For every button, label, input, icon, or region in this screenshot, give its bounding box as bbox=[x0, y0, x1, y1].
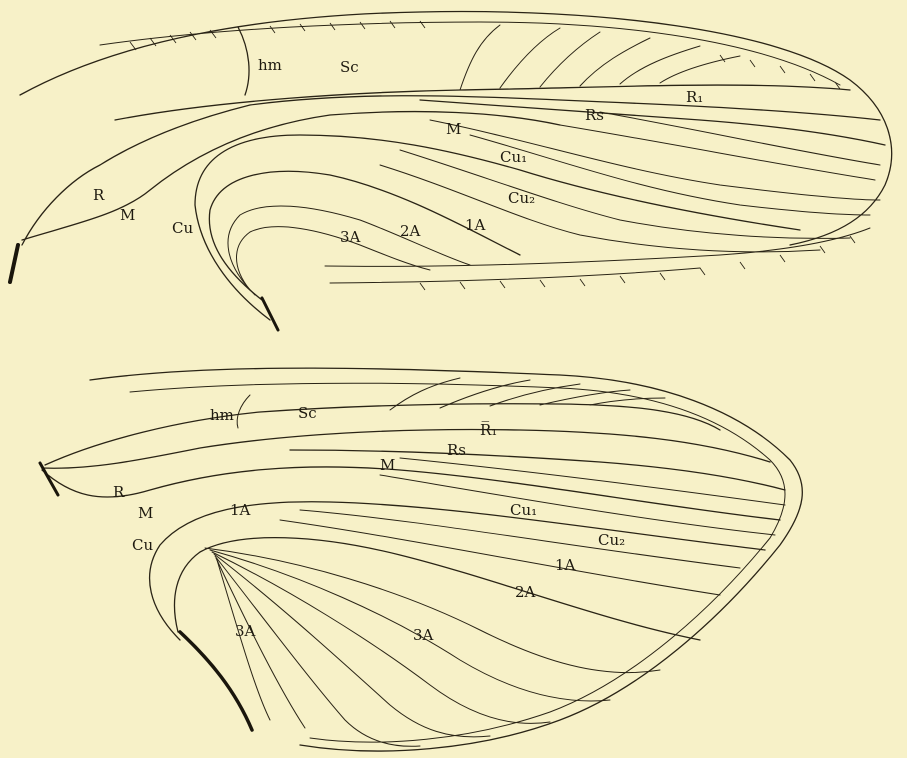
label-r1: R₁ bbox=[686, 88, 703, 106]
upper-wing-hind-margin-inner bbox=[330, 268, 700, 283]
label-3a-left: 3A bbox=[235, 622, 256, 640]
label-r1: R̅₁ bbox=[480, 420, 497, 439]
lower-wing: hm Sc R̅₁ Rs M R M Cu 1A Cu₁ Cu₂ 1A 2A 3… bbox=[40, 368, 802, 751]
upper-wing-costal-hatching bbox=[130, 21, 840, 89]
lower-wing-hm-crossvein bbox=[237, 395, 250, 428]
lower-wing-anal-fan bbox=[210, 550, 610, 701]
upper-wing-cu-vein bbox=[195, 135, 800, 320]
lower-wing-sc-branch bbox=[540, 390, 630, 405]
label-cu: Cu bbox=[172, 219, 193, 237]
upper-wing-sc-branch bbox=[460, 25, 500, 90]
upper-wing-sc-branch bbox=[620, 46, 700, 84]
lower-wing-axillary bbox=[180, 632, 252, 730]
label-1a-base: 1A bbox=[230, 501, 251, 519]
label-rs: Rs bbox=[447, 441, 466, 459]
label-r: R bbox=[113, 483, 125, 501]
label-m-base: M bbox=[138, 504, 153, 522]
upper-wing-sc-branch bbox=[500, 28, 560, 88]
label-sc: Sc bbox=[340, 58, 359, 76]
lower-wing-anal-fan bbox=[214, 554, 490, 737]
label-rs: Rs bbox=[585, 106, 604, 124]
upper-wing-sc-branch bbox=[660, 56, 740, 83]
upper-wing-cu-branch bbox=[380, 165, 820, 252]
lower-wing-costal-margin bbox=[90, 368, 802, 751]
lower-wing-anal-fan bbox=[205, 548, 660, 673]
label-2a: 2A bbox=[400, 222, 421, 240]
upper-wing-base bbox=[10, 245, 18, 282]
upper-wing-rs-vein bbox=[420, 100, 885, 145]
label-sc: Sc bbox=[298, 404, 317, 422]
lower-wing-anal-fan bbox=[212, 552, 550, 723]
lower-wing-anal-fan bbox=[216, 558, 305, 728]
lower-wing-anal-fan bbox=[217, 560, 270, 720]
upper-wing-hm-crossvein bbox=[238, 27, 249, 95]
lower-wing-r-vein bbox=[42, 430, 770, 469]
label-m: M bbox=[446, 120, 461, 138]
label-m-base: M bbox=[120, 206, 135, 224]
upper-wing-sc-branch bbox=[540, 32, 600, 87]
label-3a-mid: 3A bbox=[413, 626, 434, 644]
label-3a: 3A bbox=[340, 228, 361, 246]
label-hm: hm bbox=[258, 56, 282, 74]
label-1a: 1A bbox=[555, 556, 576, 574]
label-cu2: Cu₂ bbox=[508, 189, 535, 207]
upper-wing-axillary bbox=[262, 298, 278, 330]
label-m: M bbox=[380, 456, 395, 474]
label-cu: Cu bbox=[132, 536, 153, 554]
label-r: R bbox=[93, 186, 105, 204]
lower-wing-rs-vein bbox=[290, 450, 785, 490]
upper-wing: hm Sc R₁ Rs M Cu₁ Cu₂ R M Cu 3A 2A 1A bbox=[10, 12, 892, 330]
lower-wing-rs-branch bbox=[400, 458, 785, 505]
label-1a: 1A bbox=[465, 216, 486, 234]
upper-wing-sc-vein bbox=[115, 85, 850, 120]
upper-wing-sc-branch bbox=[580, 38, 650, 86]
upper-wing-rs-branch bbox=[560, 125, 875, 180]
label-cu2: Cu₂ bbox=[598, 531, 625, 549]
label-2a: 2A bbox=[515, 583, 536, 601]
label-hm: hm bbox=[210, 406, 234, 424]
label-cu1: Cu₁ bbox=[500, 148, 527, 166]
label-cu1: Cu₁ bbox=[510, 501, 537, 519]
